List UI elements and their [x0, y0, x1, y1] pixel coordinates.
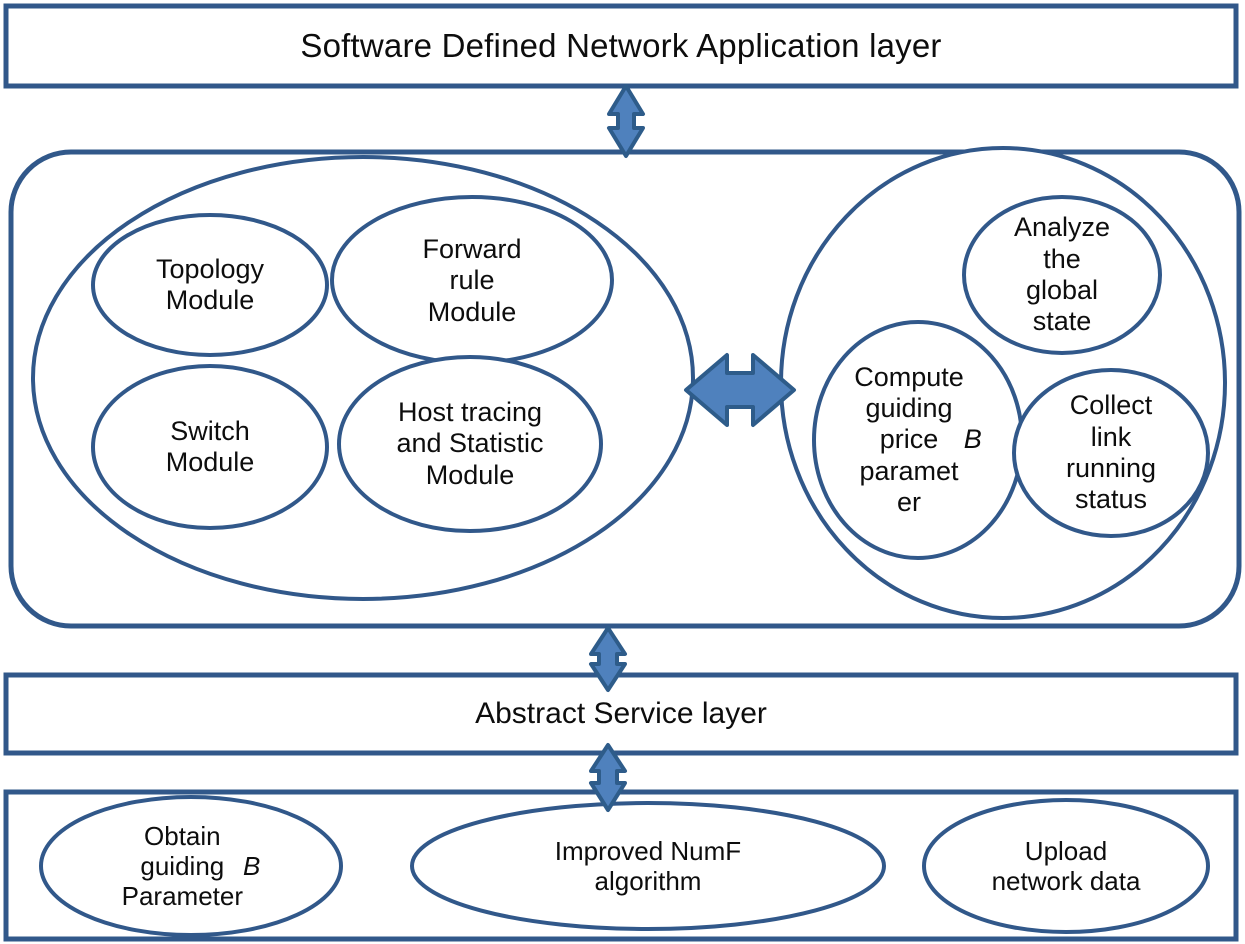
compute-price-label-text: Compute guiding price paramet er: [854, 361, 964, 517]
obtain-parameter-label-text: Obtain guiding Parameter: [121, 820, 244, 912]
compute-price-parameter-symbol: B: [963, 424, 982, 455]
topology-module-label: Topology Module: [155, 253, 265, 315]
upload-network-data-label: Upload network data: [991, 835, 1141, 896]
collect-link-status-label: Collect link running status: [1065, 390, 1157, 515]
arrow-app-to-controller[interactable]: [607, 84, 645, 158]
arrow-left-to-right-group[interactable]: [684, 353, 796, 427]
host-tracing-module-label: Host tracing and Statistic Module: [396, 397, 544, 490]
forward-rule-module-label: Forward rule Module: [422, 234, 522, 327]
obtain-parameter-symbol: B: [243, 850, 261, 881]
compute-price-label: Compute guiding price paramet er B: [828, 330, 1008, 550]
abstract-service-layer-title: Abstract Service layer: [475, 696, 767, 730]
switch-module-label: Switch Module: [165, 415, 255, 477]
application-layer-title: Software Defined Network Application lay…: [300, 26, 942, 64]
arrow-abstract-to-bottom[interactable]: [589, 743, 627, 812]
improved-numf-label: Improved NumF algorithm: [554, 835, 742, 896]
obtain-parameter-label: Obtain guiding Parameter B: [61, 810, 321, 922]
analyze-global-state-label: Analyze the global state: [1013, 212, 1111, 337]
